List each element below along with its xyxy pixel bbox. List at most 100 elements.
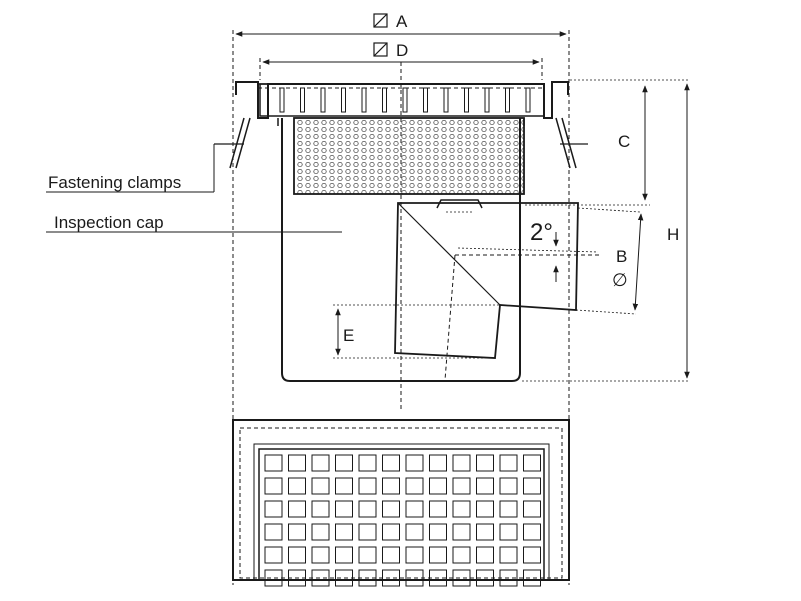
- grate-cell: [335, 523, 353, 541]
- grate-cell: [499, 523, 518, 541]
- inspection-cap-callout: Inspection cap: [46, 199, 483, 233]
- grate-bar: [402, 87, 408, 113]
- grate-cell: [476, 523, 494, 541]
- drain-body: [277, 117, 525, 382]
- dim-b-label: B: [616, 247, 627, 266]
- grate-bar: [382, 87, 387, 113]
- grate-cell: [335, 477, 353, 495]
- grate-cell: [523, 454, 541, 472]
- grate-bar: [341, 87, 346, 113]
- grate-cell: [523, 500, 541, 518]
- grate-cell: [476, 477, 494, 495]
- grate-cell: [358, 546, 377, 564]
- grate-cell: [288, 546, 306, 564]
- grate-cell: [335, 546, 353, 564]
- grate-cell: [429, 523, 447, 541]
- grate-cell: [264, 454, 283, 472]
- grate-cell: [452, 454, 471, 472]
- grate-cell: [452, 546, 471, 564]
- grate-cell: [382, 523, 400, 541]
- grate-cell: [358, 569, 377, 587]
- grate-cell: [476, 500, 494, 518]
- grate-cell: [499, 454, 518, 472]
- grate-bar: [464, 87, 469, 113]
- grate-cell: [523, 569, 541, 587]
- grate-bar: [320, 87, 326, 113]
- grate-cell: [405, 477, 424, 495]
- grate-cell: [499, 500, 518, 518]
- grate-bar: [361, 87, 367, 113]
- grate-bar: [423, 87, 428, 113]
- dim-d-label: D: [396, 41, 408, 60]
- grate-cell: [405, 523, 424, 541]
- sediment-basket: [293, 117, 525, 195]
- grate-cell: [335, 500, 353, 518]
- dimension-b: B ∅ 2°: [530, 207, 644, 315]
- grate-cell: [382, 569, 400, 587]
- dimension-d: D: [259, 41, 543, 80]
- grate-cell: [382, 500, 400, 518]
- inspection-cap-label: Inspection cap: [54, 213, 164, 232]
- fastening-clamps-label: Fastening clamps: [48, 173, 181, 192]
- dim-h-label: H: [667, 225, 679, 244]
- grate-cell: [452, 569, 471, 587]
- grate-cell: [288, 569, 306, 587]
- grate-cell: [429, 546, 447, 564]
- grate-cell: [264, 500, 283, 518]
- grate-cell: [311, 477, 330, 495]
- grate-cell: [405, 569, 424, 587]
- grate-bar: [279, 87, 285, 113]
- square-symbol-icon: [373, 13, 388, 28]
- grate-cell: [288, 454, 306, 472]
- outlet-elbow: [394, 202, 600, 381]
- diameter-symbol: ∅: [612, 270, 628, 290]
- grate-cell: [429, 454, 447, 472]
- grate-cell: [264, 546, 283, 564]
- grate-cell: [264, 569, 283, 587]
- angle-label: 2°: [530, 219, 553, 246]
- square-symbol-icon: [373, 42, 388, 57]
- grate-cell: [311, 546, 330, 564]
- grate-cell: [335, 569, 353, 587]
- dimension-e: E: [333, 304, 502, 359]
- grate-cell: [405, 546, 424, 564]
- grate-cell: [523, 546, 541, 564]
- grate-cell: [523, 477, 541, 495]
- grate-cell: [264, 477, 283, 495]
- grate-bar: [443, 87, 449, 113]
- grate-cell: [311, 569, 330, 587]
- grate-bar: [505, 87, 510, 113]
- grate-cell: [429, 569, 447, 587]
- fastening-clamps: Fastening clamps: [46, 117, 588, 193]
- grate-cell: [476, 546, 494, 564]
- frame-section: [235, 81, 569, 119]
- grate-cell: [288, 523, 306, 541]
- grate-cell: [288, 500, 306, 518]
- grate-cell: [264, 523, 283, 541]
- dimension-h: H: [522, 83, 690, 382]
- grate-cell: [358, 454, 377, 472]
- dim-a-label: A: [396, 12, 408, 31]
- grate-cell: [358, 477, 377, 495]
- grate-cell: [476, 454, 494, 472]
- grate-cell: [429, 500, 447, 518]
- grate-cell: [499, 546, 518, 564]
- grate-cell: [405, 454, 424, 472]
- dimension-c: C: [525, 79, 690, 206]
- grate-cell: [382, 477, 400, 495]
- grate-cell: [358, 523, 377, 541]
- grate-bar: [484, 87, 490, 113]
- grate-cell: [382, 546, 400, 564]
- grate-cell: [335, 454, 353, 472]
- grate-cell: [499, 569, 518, 587]
- grate-cell: [452, 500, 471, 518]
- grate-cell: [311, 454, 330, 472]
- grate-cell: [523, 523, 541, 541]
- grate-cell: [452, 523, 471, 541]
- grate-cell: [499, 477, 518, 495]
- grate-cell: [405, 500, 424, 518]
- grate-cell: [311, 500, 330, 518]
- grate-bar: [525, 87, 531, 113]
